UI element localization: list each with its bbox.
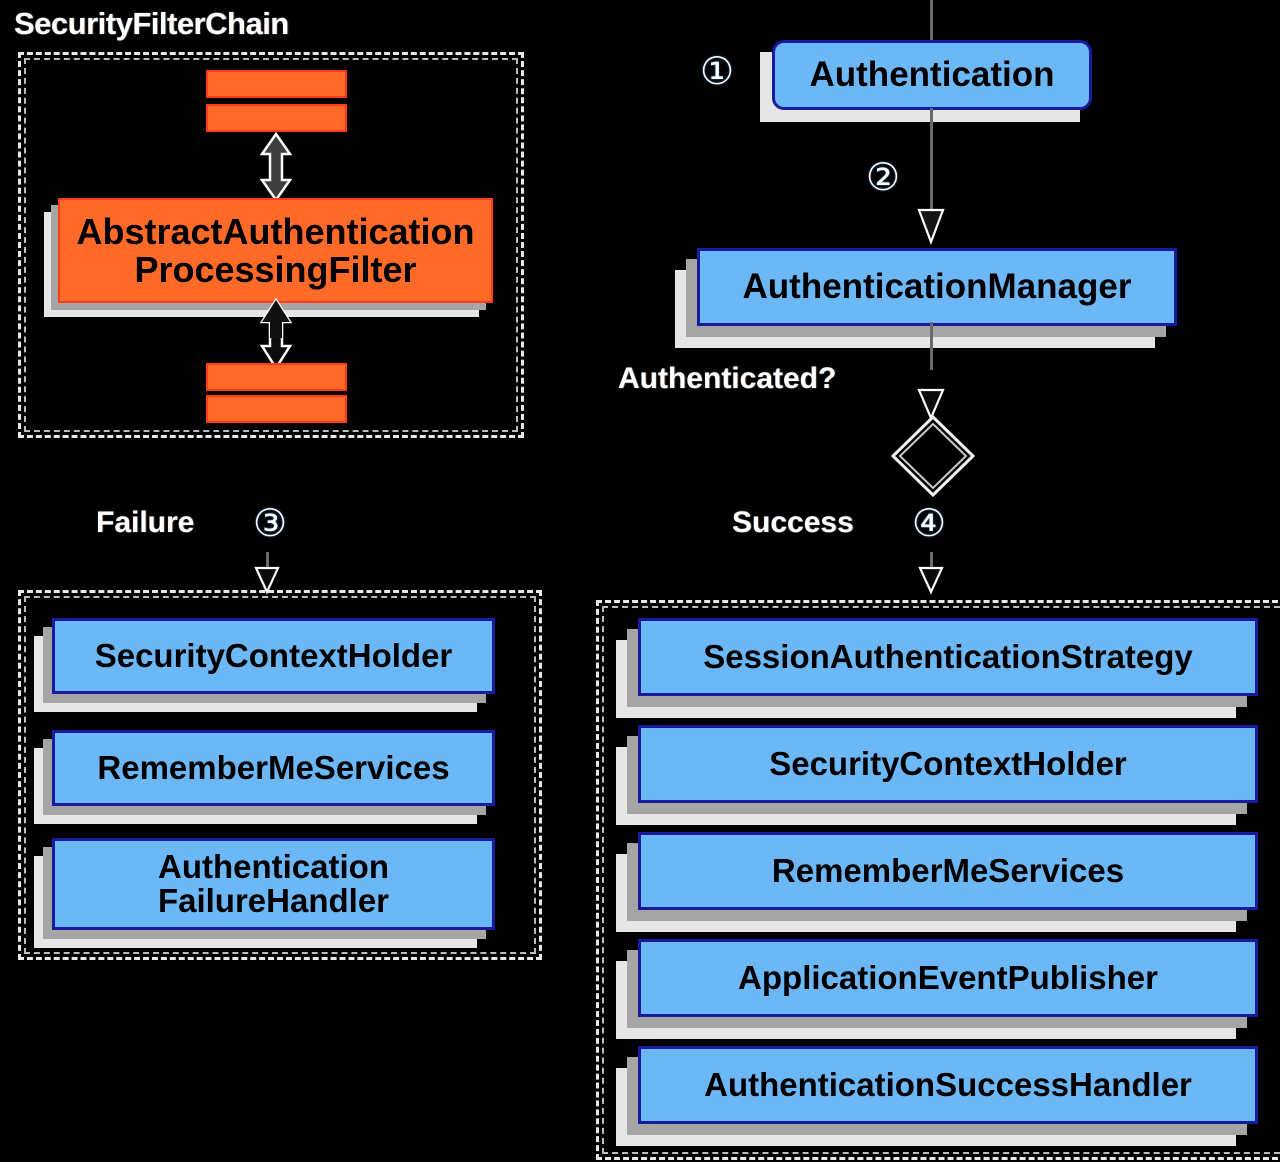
node-label-line-1: AbstractAuthentication [76,211,475,253]
node-face: SecurityContextHolder [52,618,495,694]
node-face: ApplicationEventPublisher [638,939,1258,1017]
decision-label: Authenticated? [618,362,837,395]
success-label: Success [732,506,854,539]
authentication-node: Authentication [760,40,1092,122]
success-connector-line [930,552,933,570]
abstract-authentication-processing-filter-node: AbstractAuthentication ProcessingFilter [44,198,493,317]
success-item-1: SecurityContextHolder [616,725,1258,825]
failure-label: Failure [96,506,195,539]
security-filter-chain-title: SecurityFilterChain [14,6,289,41]
failure-connector-line [266,552,269,570]
authenticated-decision-diamond [890,414,976,498]
node-face: Authentication FailureHandler [52,838,495,930]
success-item-4: AuthenticationSuccessHandler [616,1046,1258,1146]
filter-strip-top-1 [206,70,347,98]
authentication-manager-node: AuthenticationManager [675,248,1177,348]
step-2-badge: ② [866,155,901,199]
step-3-badge: ③ [253,501,288,545]
auth-to-manager-line [930,108,933,218]
failure-arrowhead [254,566,280,595]
success-arrowhead [918,566,944,595]
manager-to-decision-line [930,322,933,370]
node-face: RememberMeServices [52,730,495,806]
node-face: Authentication [772,40,1092,110]
node-label-line-2: ProcessingFilter [134,248,417,290]
decision-arrowhead [917,388,945,421]
node-face: AbstractAuthentication ProcessingFilter [58,198,493,303]
failure-item-0: SecurityContextHolder [34,618,495,712]
auth-to-manager-arrowhead [917,208,945,246]
filter-chain-arrow-bottom [254,297,298,371]
success-item-2: RememberMeServices [616,832,1258,932]
node-face: SecurityContextHolder [638,725,1258,803]
inbound-connector-line [930,0,933,40]
success-item-0: SessionAuthenticationStrategy [616,618,1258,718]
filter-strip-bottom-1 [206,363,347,391]
success-item-3: ApplicationEventPublisher [616,939,1258,1039]
security-filter-chain-container [18,52,524,438]
node-face: RememberMeServices [638,832,1258,910]
filter-chain-arrow-top [254,131,298,203]
failure-item-1: RememberMeServices [34,730,495,824]
node-label-line-2: FailureHandler [157,882,390,919]
filter-strip-bottom-2 [206,395,347,423]
failure-item-2: Authentication FailureHandler [34,838,495,948]
failure-group-container [18,590,542,960]
node-face: AuthenticationManager [697,248,1177,326]
filter-strip-top-2 [206,104,347,132]
step-1-badge: ① [700,49,735,93]
step-4-badge: ④ [912,501,947,545]
node-face: AuthenticationSuccessHandler [638,1046,1258,1124]
success-group-container [596,600,1280,1160]
node-label-line-1: Authentication [158,847,389,885]
node-face: SessionAuthenticationStrategy [638,618,1258,696]
